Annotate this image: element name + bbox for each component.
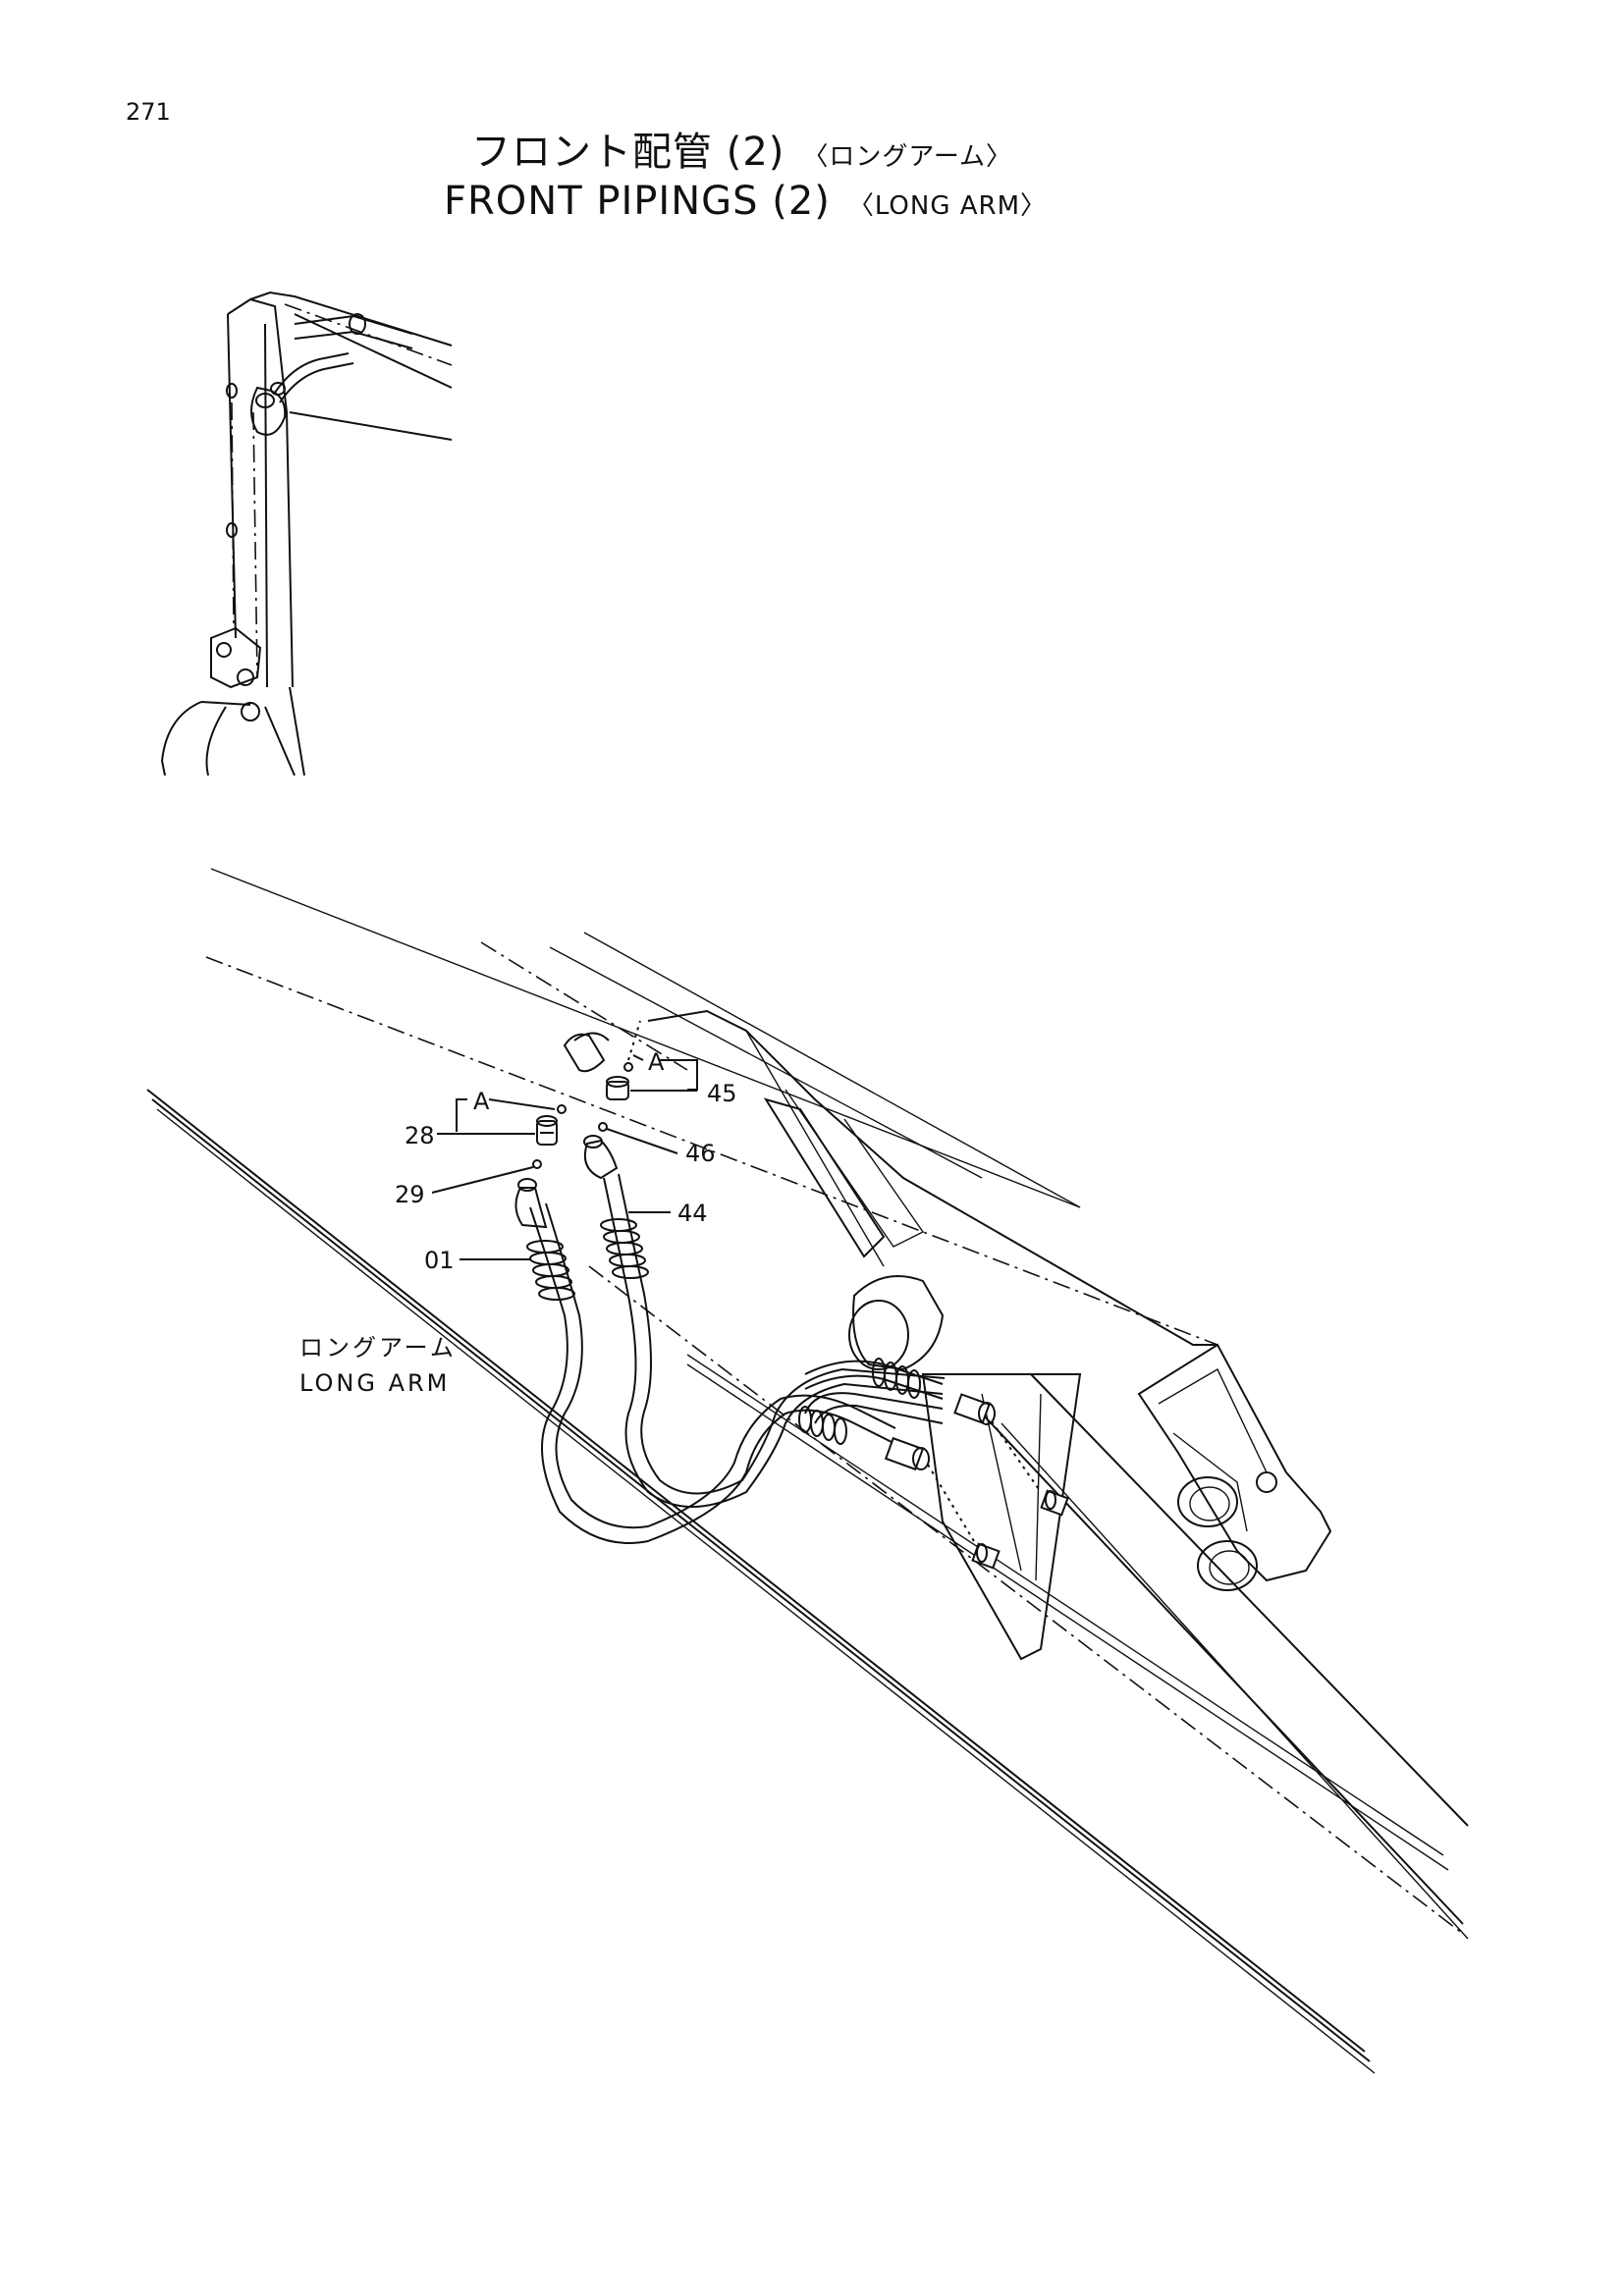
elbow-tube-end bbox=[573, 1032, 610, 1041]
overview-inset bbox=[160, 291, 453, 776]
callout-a-left: A bbox=[473, 1088, 490, 1115]
inset-bucket bbox=[160, 686, 305, 776]
arm-right-line-1 bbox=[981, 1413, 1464, 1925]
callout-29-leader bbox=[431, 1166, 534, 1194]
arm-end-bracket-inner bbox=[1158, 1368, 1268, 1532]
hose-end-fitting-2 bbox=[884, 1436, 925, 1471]
inset-bracket-pin-2 bbox=[237, 668, 254, 686]
inset-fitting bbox=[255, 393, 275, 408]
hose-end-nut-1 bbox=[978, 1402, 996, 1425]
hose-44-top-bend bbox=[583, 1139, 619, 1180]
hose-44-b bbox=[618, 1173, 946, 1495]
callout-28: 28 bbox=[405, 1122, 435, 1149]
inset-boom bbox=[249, 291, 453, 441]
hose-assembly bbox=[526, 1173, 1069, 1570]
arm-lower-line-3 bbox=[156, 1108, 1376, 2074]
oring-a-right bbox=[623, 1062, 633, 1072]
callout-46-leader bbox=[606, 1128, 678, 1154]
arm-lower-line-1 bbox=[146, 1089, 1366, 2053]
title-en-main: FRONT PIPINGS (2) bbox=[444, 179, 831, 224]
arm-end-bracket bbox=[1137, 1343, 1332, 1582]
detail-a-dotted bbox=[627, 1020, 641, 1061]
hose-end-nut-2 bbox=[912, 1447, 930, 1470]
hose-01-top-bend bbox=[514, 1187, 548, 1229]
inset-fitting-2 bbox=[270, 382, 286, 396]
callout-45: 45 bbox=[707, 1080, 737, 1107]
arm-top-line-2 bbox=[549, 932, 1081, 1208]
hose-44 bbox=[603, 1177, 944, 1508]
elbow-tube bbox=[563, 1033, 606, 1073]
page-number: 271 bbox=[126, 98, 171, 126]
inset-hose bbox=[274, 352, 354, 403]
inset-bracket bbox=[210, 626, 262, 689]
title-en-sub: 〈LONG ARM〉 bbox=[847, 191, 1048, 221]
arm-cut-plate bbox=[763, 1097, 886, 1258]
hose-44-top-nut bbox=[583, 1135, 603, 1148]
oring-29 bbox=[532, 1159, 542, 1169]
arm-upper-bracket bbox=[647, 1009, 1217, 1346]
title-english: FRONT PIPINGS (2) 〈LONG ARM〉 bbox=[444, 179, 1047, 224]
cylinder-fitting-2 bbox=[971, 1542, 1001, 1570]
arm-right-line-2 bbox=[1001, 1422, 1469, 1940]
top-fittings bbox=[514, 1020, 641, 1229]
fitting-45 bbox=[606, 1076, 629, 1100]
hose-01 bbox=[529, 1206, 894, 1544]
hose-44-crimp bbox=[600, 1218, 649, 1279]
arm-end-bore-2-inner bbox=[1209, 1550, 1250, 1585]
arm-cylinder-boss-face bbox=[848, 1300, 909, 1370]
hose-right-crimp-2 bbox=[798, 1406, 847, 1445]
callout-01: 01 bbox=[424, 1247, 455, 1274]
callout-44: 44 bbox=[677, 1200, 708, 1227]
hose-01-b bbox=[545, 1202, 896, 1529]
callouts: A 45 A 28 46 29 44 01 bbox=[395, 1048, 737, 1274]
inset-bracket-pin-1 bbox=[216, 642, 232, 658]
arm-end-bore-1-inner bbox=[1189, 1486, 1230, 1522]
inset-boom-dash bbox=[284, 303, 453, 366]
hose-upper-end-1 bbox=[804, 1360, 944, 1400]
fitting-28 bbox=[536, 1115, 558, 1146]
inset-cylinder-end bbox=[349, 313, 366, 335]
hose-right-crimp-1 bbox=[872, 1358, 921, 1399]
long-arm-label: ロングアーム LONG ARM bbox=[299, 1330, 457, 1401]
arm-lower-line-2 bbox=[151, 1098, 1371, 2062]
inset-arm-dash bbox=[231, 401, 258, 678]
arm-right-line-3 bbox=[1030, 1373, 1469, 1827]
arm-top-dash-2 bbox=[480, 941, 688, 1071]
callout-45-bracket bbox=[632, 1054, 698, 1091]
arm-end-bore-2 bbox=[1197, 1540, 1258, 1591]
arm-end-bore-1 bbox=[1177, 1476, 1238, 1527]
arm-top-line-1 bbox=[210, 868, 1081, 1208]
callout-46: 46 bbox=[685, 1140, 716, 1167]
arm-under-plate bbox=[921, 1373, 1082, 1661]
long-arm-label-en: LONG ARM bbox=[299, 1369, 451, 1397]
arm-cylinder-boss bbox=[852, 1275, 945, 1371]
oring-a-left bbox=[557, 1104, 567, 1114]
arm-end-bore-3 bbox=[1256, 1471, 1277, 1493]
arm-lower-dash bbox=[588, 1265, 1464, 1935]
cylinder-fitting-1 bbox=[1040, 1489, 1069, 1517]
fitting-leader-dots bbox=[927, 1420, 1042, 1547]
inset-bracket-pin-3 bbox=[241, 702, 260, 721]
inset-pin-2 bbox=[226, 522, 238, 538]
title-japanese: フロント配管 (2) 〈ロングアーム〉 bbox=[471, 120, 1012, 177]
long-arm-label-jp: ロングアーム bbox=[299, 1334, 457, 1362]
callout-28-bracket bbox=[456, 1098, 556, 1132]
inset-pin-1 bbox=[226, 383, 238, 399]
hose-end-fitting-1 bbox=[953, 1393, 991, 1424]
callout-29: 29 bbox=[395, 1181, 425, 1208]
hose-01-top-nut bbox=[517, 1178, 537, 1192]
title-jp-main: フロント配管 (2) bbox=[471, 130, 785, 175]
inset-hose-loop bbox=[250, 386, 287, 436]
long-arm-body bbox=[146, 868, 1469, 2074]
callout-a-right: A bbox=[648, 1048, 665, 1076]
oring-46 bbox=[598, 1122, 608, 1132]
title-jp-sub: 〈ロングアーム〉 bbox=[802, 142, 1013, 172]
